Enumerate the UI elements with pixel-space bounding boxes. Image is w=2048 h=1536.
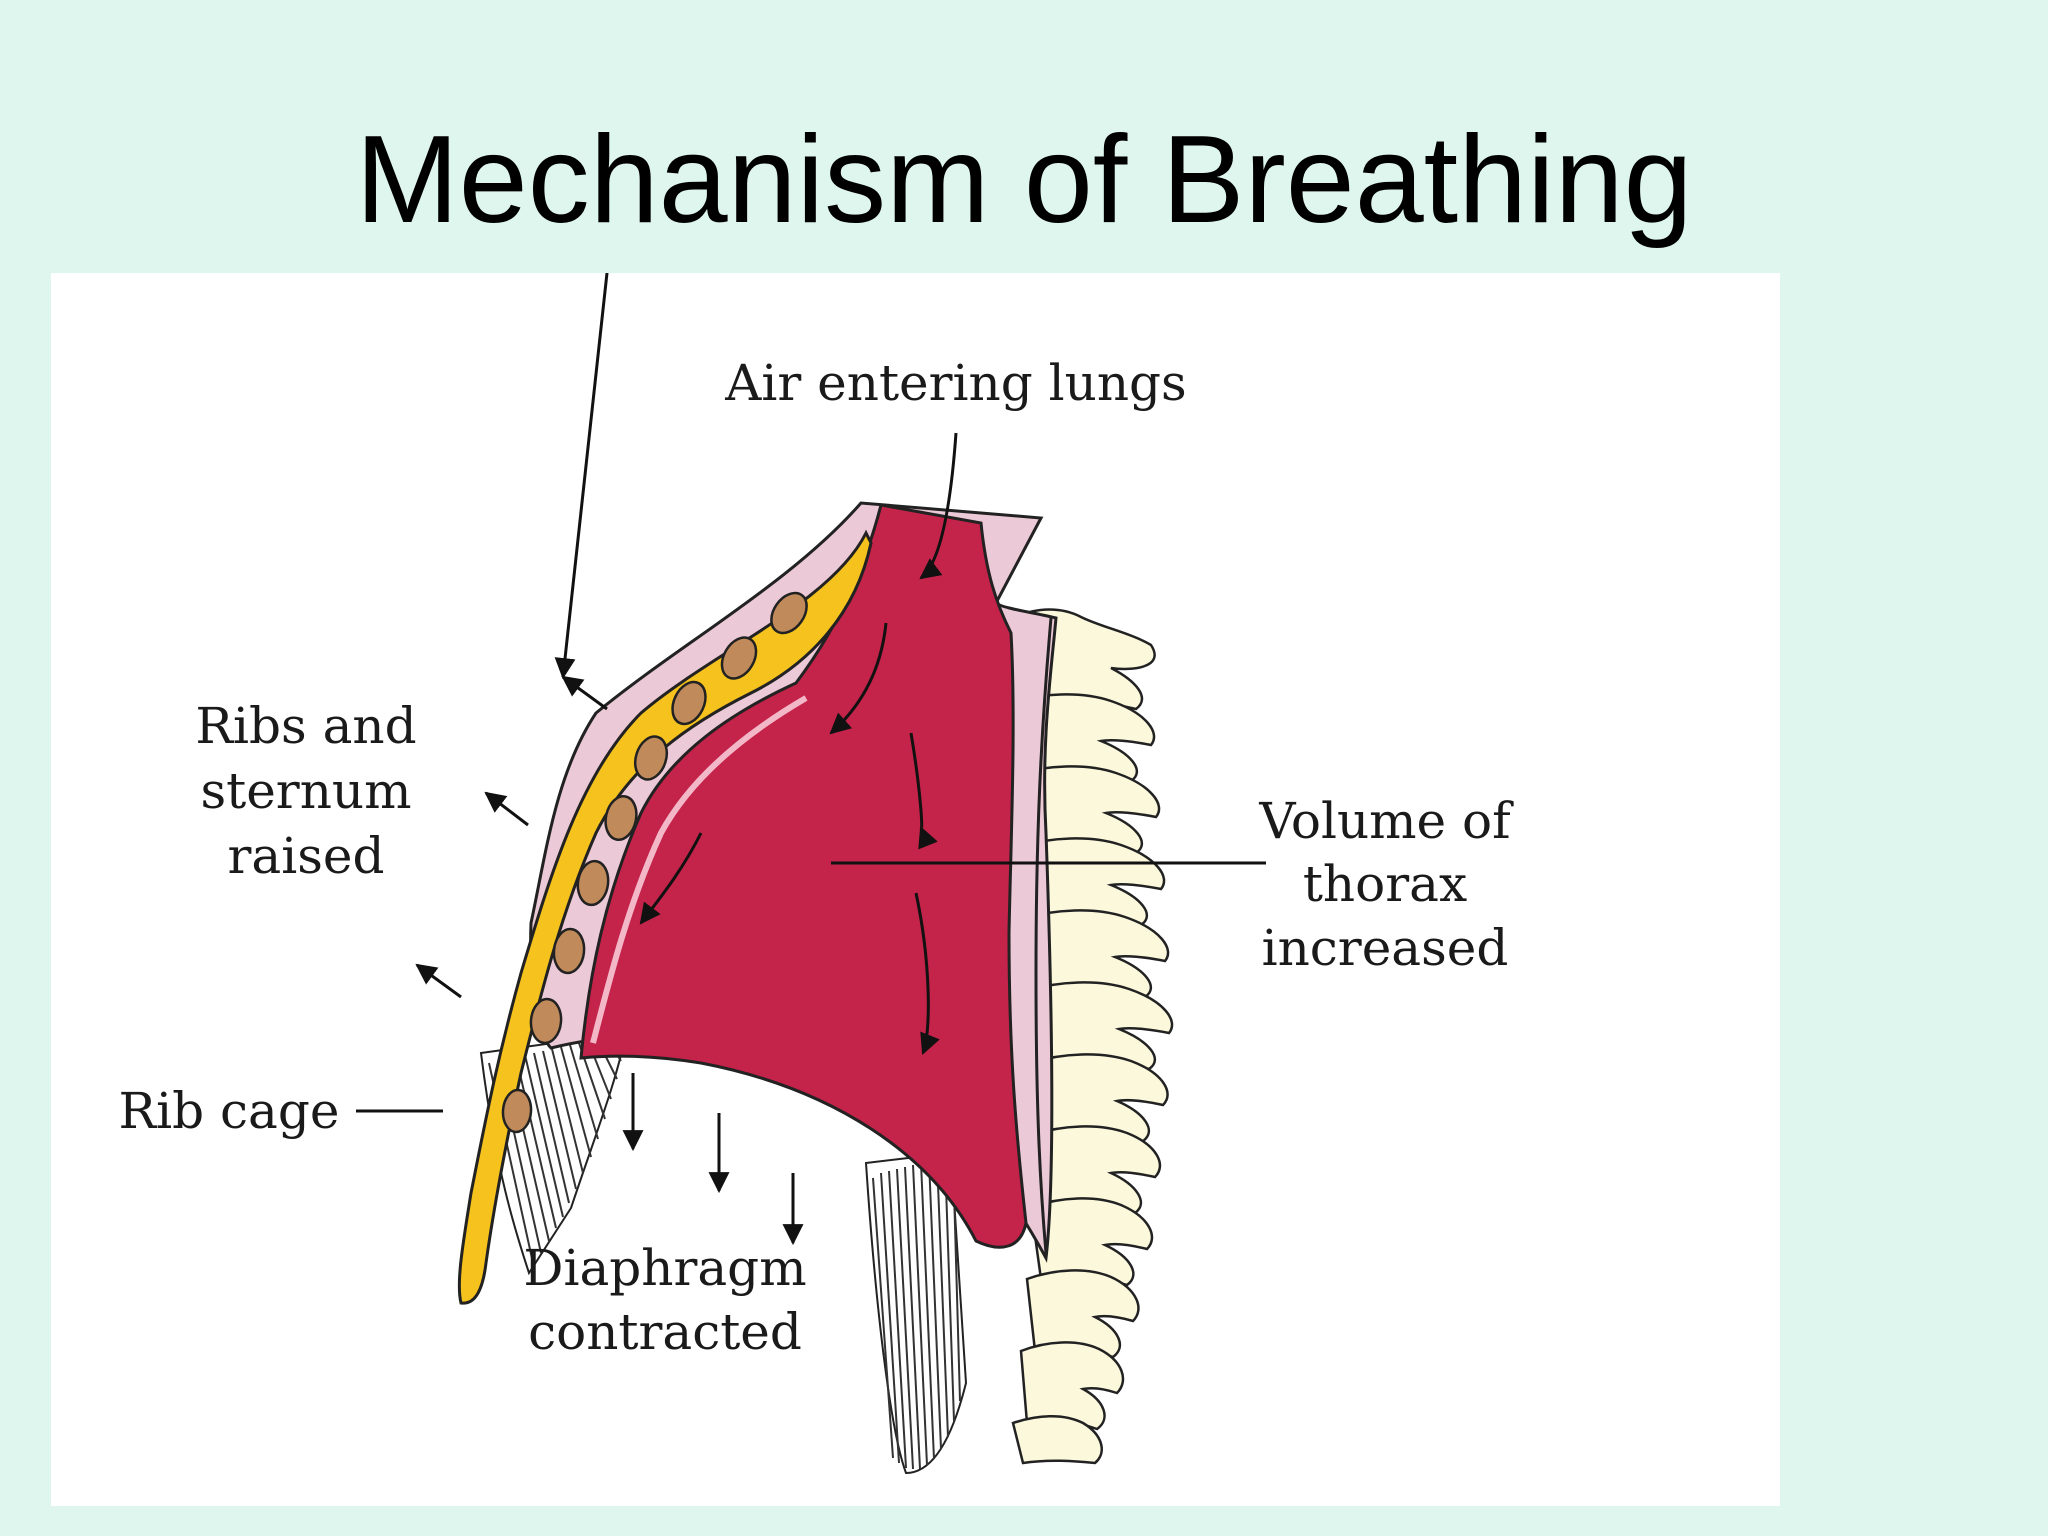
- diaphragm-arrows: [622, 1073, 804, 1246]
- label-ribs-raised-line3: raised: [228, 827, 385, 885]
- label-volume-line2: thorax: [1303, 855, 1467, 913]
- breathing-diagram: Air entering lungs Ribs and sternum rais…: [119, 273, 1514, 1475]
- slide-title: Mechanism of Breathing: [355, 111, 1693, 249]
- leader-lines: [356, 861, 1266, 1113]
- rib-movement-arrows: [415, 273, 609, 999]
- rib-cage: [457, 529, 873, 1305]
- label-ribs-raised-line1: Ribs and: [195, 697, 416, 755]
- diaphragm-fibres-right: [864, 1151, 968, 1475]
- label-diaphragm-line2: contracted: [528, 1303, 802, 1361]
- label-diaphragm-line1: Diaphragm: [523, 1239, 806, 1297]
- label-ribs-raised-line2: sternum: [200, 762, 411, 820]
- label-air-entering: Air entering lungs: [724, 354, 1186, 412]
- label-volume-line1: Volume of: [1258, 792, 1514, 850]
- label-rib-cage: Rib cage: [119, 1082, 340, 1140]
- lung: [579, 503, 1028, 1249]
- airflow-arrows: [639, 432, 958, 1055]
- label-volume-line3: increased: [1262, 919, 1509, 977]
- diagram-panel: Air entering lungs Ribs and sternum rais…: [51, 273, 1780, 1506]
